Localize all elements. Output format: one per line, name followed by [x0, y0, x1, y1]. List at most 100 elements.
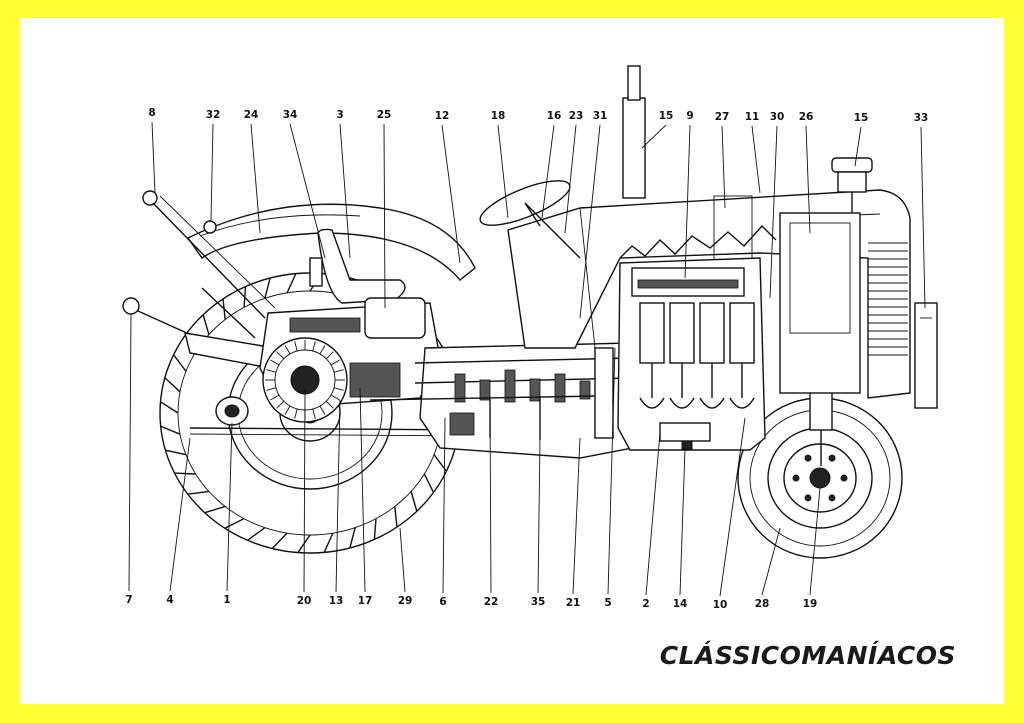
- hub-bolt: [828, 494, 836, 502]
- crown-tooth: [312, 341, 316, 352]
- tread-lug: [202, 314, 210, 335]
- hub-bolt: [828, 454, 836, 462]
- leader-line: [920, 126, 926, 309]
- tread-lug: [349, 527, 356, 549]
- crown-tooth: [312, 408, 316, 419]
- cylinder: [639, 302, 665, 364]
- callout-14: 14: [673, 598, 688, 610]
- rear-axle-housing: [259, 297, 441, 423]
- callout-30: 30: [770, 111, 785, 123]
- brand-logo: CLÁSSICOMANÍACOS: [659, 641, 956, 670]
- tread-lug: [164, 377, 181, 393]
- hub-bolt: [804, 494, 812, 502]
- gear: [579, 380, 591, 400]
- callout-19: 19: [803, 598, 818, 610]
- leader-line: [359, 387, 366, 593]
- callout-21: 21: [566, 597, 581, 609]
- leader-line: [721, 125, 726, 209]
- tread-lug: [286, 273, 297, 294]
- callout-1: 1: [223, 594, 230, 606]
- tread-lug: [160, 401, 179, 414]
- callout-27: 27: [715, 111, 730, 123]
- rear-fender: [186, 203, 476, 281]
- tread-lug: [247, 527, 266, 541]
- callout-22: 22: [484, 596, 499, 608]
- tread-lug: [271, 532, 288, 549]
- callout-23: 23: [569, 110, 584, 122]
- callout-8: 8: [148, 107, 155, 119]
- crown-tooth: [266, 369, 277, 373]
- leader-line: [809, 487, 821, 596]
- tread-lug: [394, 506, 398, 528]
- leader-line: [679, 447, 686, 596]
- crank-throw: [729, 397, 755, 409]
- leader-line: [489, 407, 492, 594]
- gearbox: [369, 342, 633, 459]
- crown-tooth: [266, 387, 277, 391]
- leader-line: [537, 437, 541, 594]
- callout-6: 6: [439, 596, 446, 608]
- leader-line: [289, 123, 326, 259]
- engine-block: [617, 257, 766, 451]
- callout-12: 12: [435, 110, 450, 122]
- crown-tooth: [325, 400, 334, 409]
- crown-tooth: [276, 400, 285, 409]
- leader-line: [641, 124, 667, 149]
- crown-tooth: [325, 351, 334, 360]
- tread-lug: [264, 277, 271, 299]
- radiator: [779, 212, 938, 409]
- gear: [554, 373, 566, 403]
- callout-24: 24: [244, 109, 259, 121]
- callout-15-exhaust: 15: [659, 110, 674, 122]
- crown-tooth: [333, 369, 344, 373]
- tread-lug: [224, 518, 245, 529]
- leader-line: [335, 399, 341, 593]
- callout-35: 35: [531, 596, 546, 608]
- tread-lug: [165, 449, 187, 456]
- callout-13: 13: [329, 595, 344, 607]
- leader-line: [805, 125, 811, 234]
- callout-10: 10: [713, 599, 728, 611]
- callout-15-air: 15: [854, 112, 869, 124]
- tread-lug: [410, 491, 418, 512]
- callout-7: 7: [125, 594, 132, 606]
- callout-33: 33: [914, 112, 929, 124]
- callout-26: 26: [799, 111, 814, 123]
- crank-throw: [699, 397, 725, 409]
- leader-line: [128, 313, 132, 592]
- leader-line: [719, 417, 746, 597]
- leader-line: [607, 347, 616, 595]
- callout-18: 18: [491, 110, 506, 122]
- leader-line: [751, 125, 761, 194]
- tread-lug: [173, 354, 187, 372]
- leader-line: [250, 123, 261, 234]
- leader-line: [645, 432, 661, 596]
- white-sheet: 8 32 24 34 3 25 12 18 16 23 31 15 9 27 1…: [20, 18, 1004, 704]
- crown-tooth: [294, 341, 298, 352]
- leader-line: [383, 123, 386, 309]
- crown-tooth: [294, 408, 298, 419]
- crown-tooth: [319, 405, 326, 415]
- leader-line: [684, 124, 691, 279]
- tread-lug: [323, 532, 334, 553]
- gear: [529, 378, 541, 402]
- crown-tooth: [276, 351, 285, 360]
- callout-2: 2: [642, 598, 649, 610]
- crank-throw: [669, 397, 695, 409]
- callout-16: 16: [547, 110, 562, 122]
- hub-bolt: [804, 454, 812, 462]
- callout-11: 11: [745, 111, 760, 123]
- callout-17: 17: [358, 595, 373, 607]
- leader-line: [572, 437, 581, 595]
- crown-tooth: [270, 359, 280, 366]
- leader-line: [769, 125, 778, 299]
- leader-line: [151, 121, 156, 194]
- crown-tooth: [333, 387, 344, 391]
- callout-34: 34: [283, 109, 298, 121]
- leader-line: [761, 527, 781, 596]
- tractor-cutaway-diagram: 8 32 24 34 3 25 12 18 16 23 31 15 9 27 1…: [122, 65, 938, 611]
- leader-line: [399, 527, 406, 593]
- leader-line: [441, 124, 461, 264]
- leader-line: [579, 124, 601, 319]
- leader-lines: [128, 121, 926, 597]
